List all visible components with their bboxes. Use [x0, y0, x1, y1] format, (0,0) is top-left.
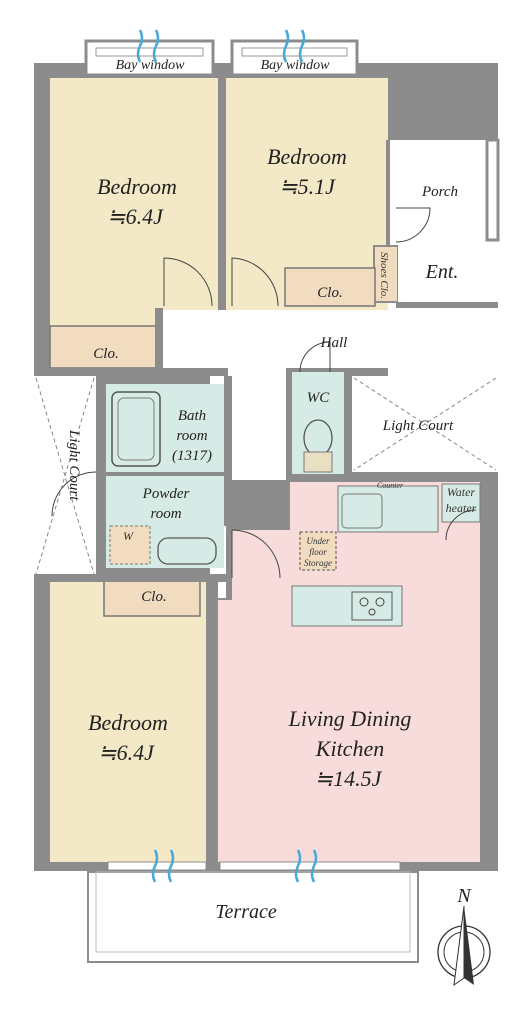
window-arrows — [136, 29, 318, 883]
underfloor-label-3: Storage — [304, 558, 332, 568]
internal-walls — [34, 78, 498, 582]
closet-nw — [49, 325, 161, 369]
porch-label: Porch — [421, 184, 458, 200]
bathtub — [111, 391, 161, 467]
ldk-label-1: Living Dining — [288, 706, 412, 731]
door-swings — [51, 207, 477, 579]
bath-label-2: room — [176, 428, 207, 444]
ent-label: Ent. — [425, 261, 459, 283]
bedroom-sw-name: Bedroom — [88, 710, 168, 735]
bedroom-sw-size: ≒6.4J — [98, 740, 155, 765]
north-label: N — [456, 885, 472, 907]
powder-sink — [157, 537, 217, 565]
clo-ne-label: Clo. — [317, 285, 342, 301]
underfloor-storage — [299, 531, 337, 571]
light-court-west-label: Light Court — [66, 429, 82, 501]
terrace-label: Terrace — [215, 901, 277, 923]
wc-label: WC — [307, 390, 330, 406]
bedroom-ne-name: Bedroom — [267, 144, 347, 169]
partition-sw — [206, 582, 218, 862]
terrace — [87, 871, 419, 963]
underfloor-label-1: Under — [307, 536, 330, 546]
shoes-closet — [373, 245, 399, 303]
ldk-size: ≒14.5J — [315, 766, 383, 791]
water-heater-label-2: heater — [446, 501, 477, 515]
bath-room-floor — [106, 384, 224, 472]
bay-window-right-label: Bay window — [261, 58, 330, 73]
underfloor-label-2: floor — [309, 547, 327, 557]
light-court-east-label: Light Court — [382, 418, 454, 434]
compass-rose — [437, 905, 491, 987]
bedroom-nw-size: ≒6.4J — [107, 204, 164, 229]
powder-label-2: room — [150, 506, 181, 522]
bedroom-ne-size: ≒5.1J — [279, 174, 336, 199]
counter-label: Counter — [377, 481, 404, 490]
bay-window-left-label: Bay window — [116, 58, 185, 73]
water-heater — [441, 483, 481, 523]
bay-window-left — [84, 39, 215, 77]
washer-label: W — [123, 529, 134, 543]
closet-sw — [103, 577, 201, 617]
light-court-diagonals — [35, 377, 497, 575]
light-court-west-area — [34, 374, 96, 578]
powder-label-1: Powder — [142, 486, 190, 502]
bedroom-sw-floor — [50, 582, 206, 862]
closet-ne — [284, 267, 376, 307]
clo-nw-label: Clo. — [93, 346, 118, 362]
ldk-floor — [218, 480, 480, 862]
water-heater-label-1: Water — [447, 485, 476, 499]
entrance-floor — [398, 244, 486, 304]
shoes-clo-label: Shoes Clo. — [378, 252, 390, 299]
washer-space — [109, 525, 151, 565]
clo-sw-label: Clo. — [141, 589, 166, 605]
bay-window-right — [230, 39, 359, 77]
bath-label-1: Bath — [178, 408, 206, 424]
south-window-right — [219, 861, 401, 871]
bedroom-nw-name: Bedroom — [97, 174, 177, 199]
ldk-label-2: Kitchen — [315, 736, 384, 761]
bath-label-3: (1317) — [172, 448, 212, 464]
hall-label: Hall — [320, 335, 348, 351]
